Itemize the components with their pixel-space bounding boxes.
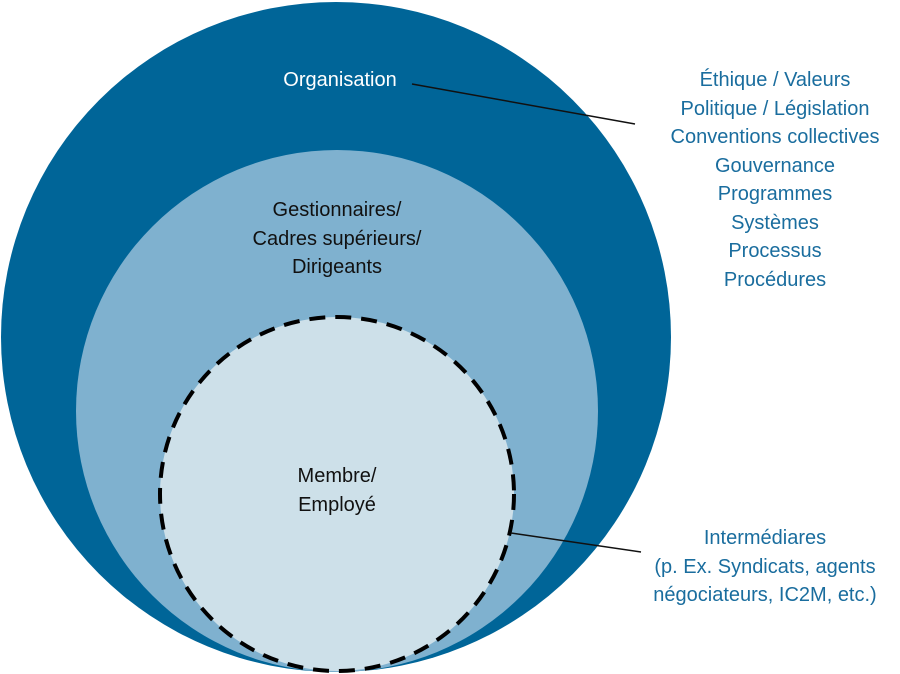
organisation-item: Programmes (717, 183, 833, 205)
intermediaries-label: Intermédiares (p. Ex. Syndicats, agents … (620, 524, 900, 610)
intermediaries-line: Intermédiares (703, 527, 827, 549)
intermediaries-leader-line (510, 532, 642, 553)
organisation-item: Conventions collectives (670, 126, 880, 148)
member-label-line: Employé (298, 493, 376, 516)
managers-label-line: Cadres supérieurs/ (252, 227, 422, 250)
organisation-item: Gouvernance (714, 154, 836, 177)
organisation-leader-line (411, 83, 636, 125)
managers-label-line: Gestionnaires/ (272, 199, 402, 221)
organisation-items-list: Éthique / Valeurs Politique / Législatio… (640, 66, 900, 294)
member-employee-circle (158, 315, 516, 673)
member-employee-label: Membre/ Employé (257, 462, 417, 519)
intermediaries-line: (p. Ex. Syndicats, agents (654, 555, 876, 578)
managers-label: Gestionnaires/ Cadres supérieurs/ Dirige… (207, 196, 467, 282)
organisation-item: Systèmes (731, 211, 819, 234)
intermediaries-line: négociateurs, IC2M, etc.) (653, 584, 877, 606)
organisation-label: Organisation (283, 69, 397, 91)
organisation-item: Procédures (723, 268, 827, 291)
organisation-item: Éthique / Valeurs (699, 69, 851, 91)
member-label-line: Membre/ (297, 465, 377, 487)
managers-label-line: Dirigeants (291, 256, 383, 278)
organisation-item: Processus (728, 240, 822, 262)
organisation-item: Politique / Législation (680, 97, 870, 120)
